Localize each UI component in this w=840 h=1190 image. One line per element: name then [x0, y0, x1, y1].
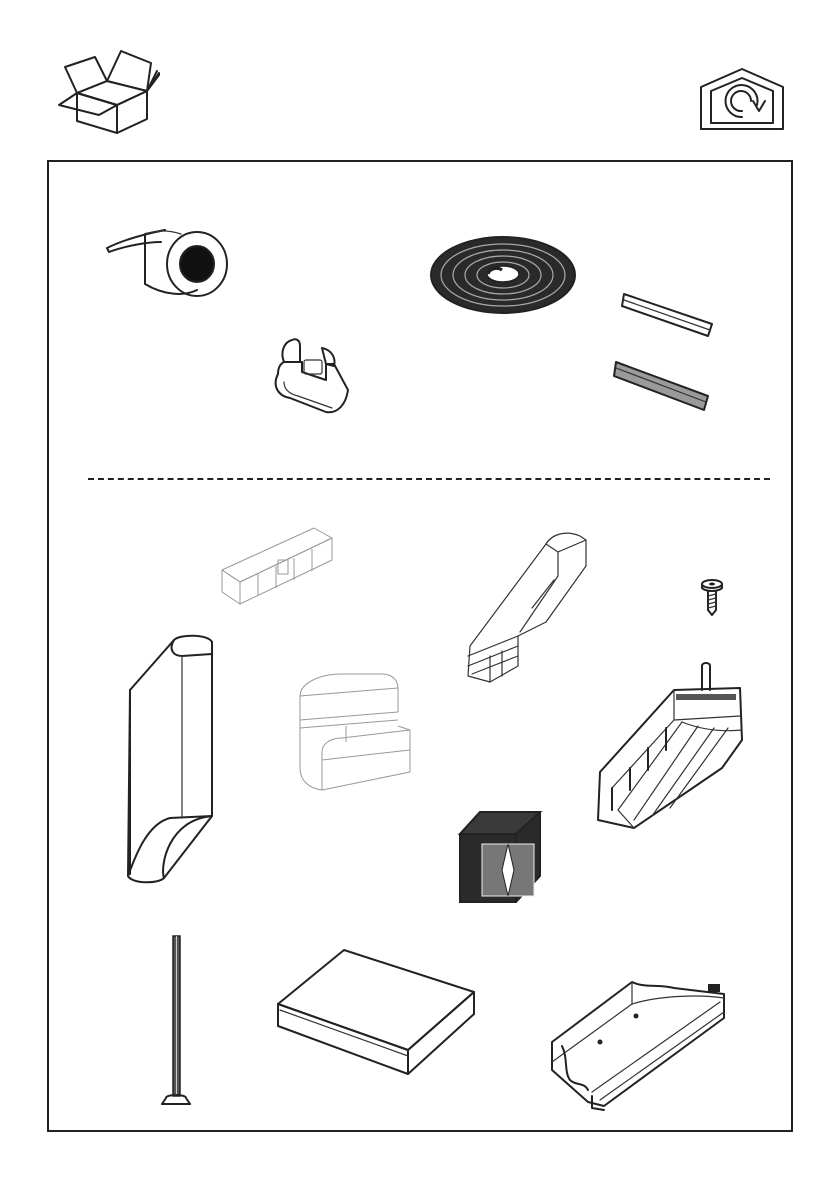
carbon-filter-cube: [456, 808, 542, 904]
section-divider: [88, 478, 770, 480]
duct-connector-bracket: [218, 520, 336, 606]
adhesive-tape-roll: [105, 226, 230, 301]
rectangular-duct: [124, 634, 216, 886]
angled-duct-elbow: [462, 526, 592, 686]
open-box-icon: [55, 45, 160, 135]
screw: [700, 578, 724, 616]
u-bracket-clip: [270, 334, 356, 416]
flat-strip: [620, 290, 715, 340]
air-deflector-bracket: [582, 660, 746, 832]
flat-duct-sleeve: [274, 946, 478, 1078]
foam-strip: [612, 358, 712, 412]
elbow-transition-piece: [294, 668, 416, 796]
recirculation-base-unit: [548, 976, 728, 1112]
gasket-seal-coil: [428, 234, 578, 316]
recirculation-house-icon: [697, 67, 787, 133]
threaded-rod: [160, 934, 192, 1110]
